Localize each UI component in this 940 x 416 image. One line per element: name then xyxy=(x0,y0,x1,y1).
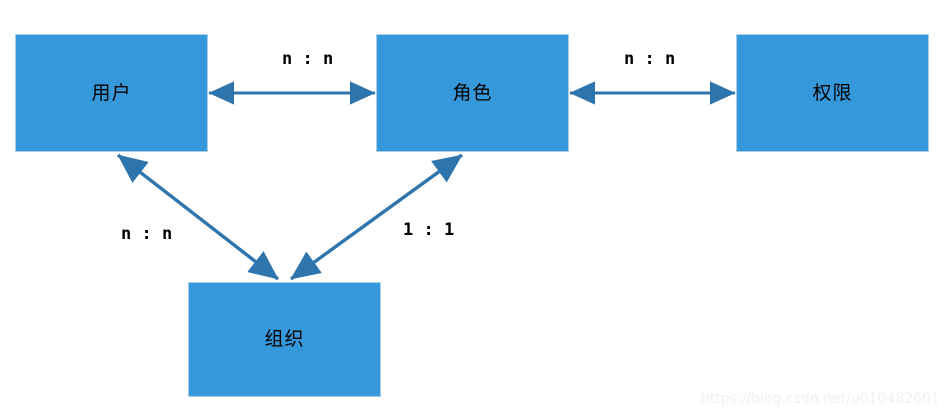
entity-label-user: 用户 xyxy=(91,81,132,104)
entity-label-org: 组织 xyxy=(264,328,305,350)
entity-label-role: 角色 xyxy=(452,81,493,104)
edge-label-user-role: n : n xyxy=(282,49,334,69)
connector-org-role xyxy=(290,153,463,281)
edge-label-org-user: n : n xyxy=(121,224,173,244)
entity-label-permission: 权限 xyxy=(812,81,853,104)
edge-label-org-role: 1 : 1 xyxy=(403,220,455,240)
entity-node-role[interactable]: 角色 xyxy=(376,34,569,152)
entity-node-org[interactable]: 组织 xyxy=(188,282,381,397)
entity-node-permission[interactable]: 权限 xyxy=(736,34,929,152)
entity-node-user[interactable]: 用户 xyxy=(15,34,208,152)
watermark-text: https://blog.csdn.net/u010482601 xyxy=(701,391,940,407)
connector-org-user xyxy=(116,153,280,281)
edge-label-role-permission: n : n xyxy=(624,49,676,69)
